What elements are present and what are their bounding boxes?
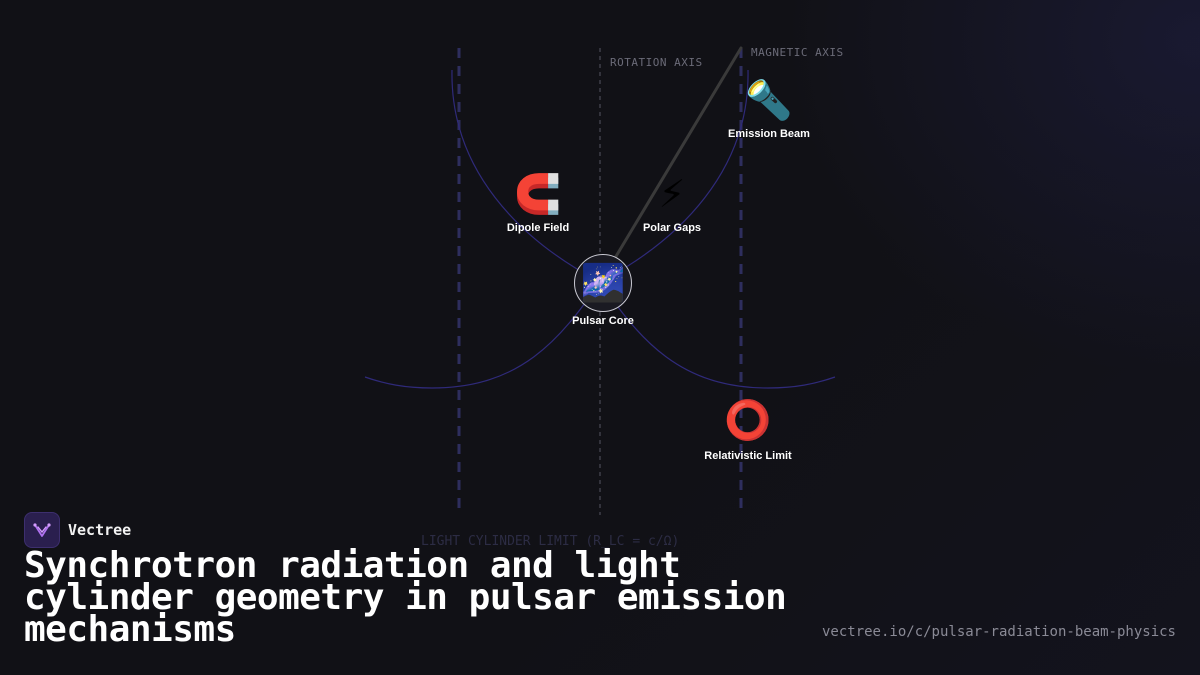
brand-name: Vectree bbox=[68, 521, 132, 539]
node-pulsar-core[interactable]: 🌌 Pulsar Core bbox=[523, 254, 683, 327]
magnetic-axis-line bbox=[601, 46, 743, 280]
ring-icon: ⭕ bbox=[724, 398, 772, 442]
node-label: Emission Beam bbox=[728, 128, 810, 140]
page-title: Synchrotron radiation and light cylinder… bbox=[24, 545, 787, 650]
node-relativistic-limit[interactable]: ⭕ Relativistic Limit bbox=[668, 396, 828, 462]
vectree-logo-icon bbox=[24, 512, 60, 548]
node-polar-gaps[interactable]: ⚡ Polar Gaps bbox=[592, 170, 752, 234]
node-label: Pulsar Core bbox=[572, 315, 634, 327]
light-cylinder-label: LIGHT CYLINDER LIMIT (R_LC = c/Ω) bbox=[421, 534, 680, 549]
brand[interactable]: Vectree bbox=[24, 512, 131, 548]
node-emission-beam[interactable]: 🔦 Emission Beam bbox=[689, 76, 849, 140]
milky-way-icon: 🌌 bbox=[580, 263, 626, 304]
rotation-axis-label: ROTATION AXIS bbox=[610, 56, 703, 69]
page-url[interactable]: vectree.io/c/pulsar-radiation-beam-physi… bbox=[821, 624, 1176, 640]
magnet-icon: 🧲 bbox=[514, 172, 562, 216]
field-line-lower-right bbox=[599, 281, 836, 389]
node-label: Polar Gaps bbox=[642, 222, 702, 234]
pulsar-core-circle: 🌌 bbox=[574, 254, 632, 312]
magnetic-axis-label: MAGNETIC AXIS bbox=[751, 46, 844, 59]
node-label: Relativistic Limit bbox=[704, 450, 792, 462]
field-line-upper-right bbox=[599, 69, 749, 283]
field-line-upper-left bbox=[451, 69, 601, 283]
node-dipole-field[interactable]: 🧲 Dipole Field bbox=[458, 170, 618, 234]
field-line-lower-left bbox=[364, 281, 601, 389]
flashlight-icon: 🔦 bbox=[745, 78, 793, 122]
lightning-icon: ⚡ bbox=[658, 172, 686, 216]
node-label: Dipole Field bbox=[506, 222, 570, 234]
